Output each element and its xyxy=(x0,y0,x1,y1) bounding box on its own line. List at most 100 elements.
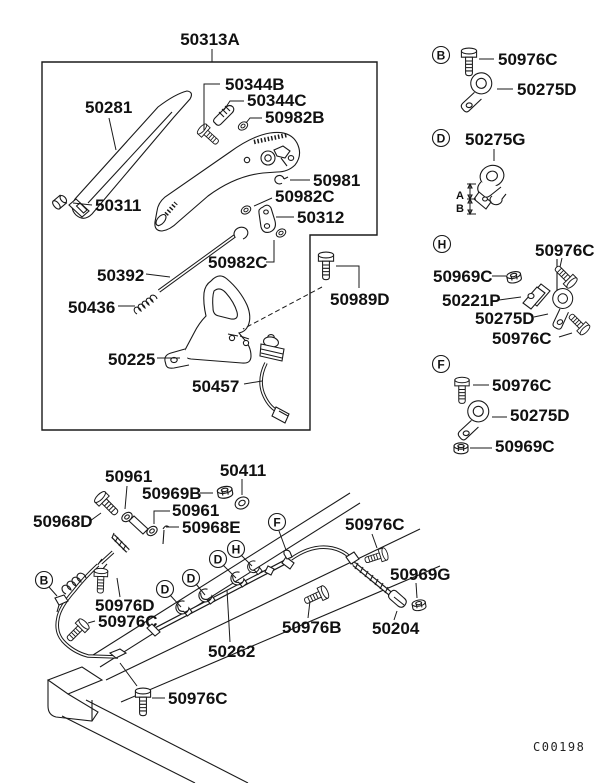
part-rod xyxy=(157,226,249,293)
part-lever-arm xyxy=(154,131,301,232)
label-spring: 50436 xyxy=(68,298,115,317)
label-mount-bolt: 50989D xyxy=(330,290,390,309)
part-equalizer-bolt xyxy=(92,489,123,520)
label-h-nut: 50969C xyxy=(433,267,493,286)
label-grip: 50281 xyxy=(85,98,132,117)
part-ring xyxy=(234,496,250,510)
part-pivot-bolt xyxy=(195,122,223,149)
part-nut-g xyxy=(411,598,428,613)
part-pin xyxy=(162,525,170,545)
part-release-button xyxy=(52,194,68,210)
label-washer-c-lower: 50982C xyxy=(208,253,268,272)
marker-cable-b: B xyxy=(40,574,49,588)
part-bolt-left xyxy=(63,616,92,645)
label-conduit: 50262 xyxy=(208,642,255,661)
label-equalizer-bolt: 50968D xyxy=(33,512,93,531)
part-b-clamp xyxy=(456,70,496,114)
leader-h-bolt-upper xyxy=(559,257,563,268)
leader-cable-b xyxy=(48,586,58,597)
part-link xyxy=(258,204,276,233)
label-clip: 50981 xyxy=(313,171,360,190)
leader-release-button xyxy=(72,202,93,206)
label-adjust-nut: 50969B xyxy=(142,484,202,503)
label-bushing: 50344C xyxy=(247,91,307,110)
part-bracket xyxy=(164,275,252,369)
leader-conduit xyxy=(226,589,231,643)
leader-rod xyxy=(145,273,171,278)
callout-cable-d3: D xyxy=(208,549,228,569)
label-assembly: 50313A xyxy=(180,30,240,49)
label-bolt-b: 50976B xyxy=(282,618,342,637)
label-pin: 50968E xyxy=(182,518,241,537)
label-b-clamp: 50275D xyxy=(517,80,577,99)
part-threaded-rod xyxy=(345,551,407,608)
label-rod-end: 50204 xyxy=(372,619,420,638)
marker-cable-d2: D xyxy=(187,572,196,586)
part-mount-bolt xyxy=(317,251,335,281)
leader-spring-bolt xyxy=(116,577,121,598)
marker-cable-f: F xyxy=(273,516,280,530)
callout-section-f: F xyxy=(431,354,451,374)
leader-rod-end xyxy=(393,610,398,621)
part-h-bolt-upper xyxy=(551,262,580,291)
label-washer-b: 50982B xyxy=(265,108,325,127)
callout-cable-f: F xyxy=(267,512,287,532)
mount-bolt-dash-line xyxy=(242,286,323,330)
label-washer-c-upper: 50982C xyxy=(275,187,335,206)
callout-section-h: H xyxy=(432,234,452,254)
label-bolt-mid: 50976C xyxy=(345,515,405,534)
label-bolt-bottom: 50976C xyxy=(168,689,228,708)
part-h-plate xyxy=(522,283,551,310)
marker-cable-h: H xyxy=(232,543,241,557)
label-ring: 50411 xyxy=(220,461,266,480)
part-f-nut xyxy=(453,442,469,455)
part-clip-f xyxy=(283,549,293,560)
leader-cable-d1 xyxy=(169,594,182,608)
part-h-bolt-lower xyxy=(565,310,592,337)
leader-bolt-left xyxy=(87,620,96,624)
leader-bushing xyxy=(223,100,244,111)
label-dim-b: B xyxy=(456,203,464,215)
leader-grip xyxy=(108,117,117,151)
marker-cable-d1: D xyxy=(161,583,170,597)
label-link: 50312 xyxy=(297,208,344,227)
callout-cable-b: B xyxy=(34,570,54,590)
part-clip-small xyxy=(264,565,275,576)
label-pivot-bolt: 50344B xyxy=(225,75,285,94)
marker-cable-d3: D xyxy=(214,553,223,567)
part-b-bolt xyxy=(460,47,478,77)
part-washer-c-lower xyxy=(274,226,288,240)
label-rod: 50392 xyxy=(97,266,144,285)
leader-washer-c-upper xyxy=(253,197,273,207)
marker-d: D xyxy=(437,132,446,146)
label-switch: 50457 xyxy=(192,377,239,396)
leader-h-clamp xyxy=(533,313,549,318)
part-bolt-b xyxy=(301,584,331,608)
marker-f: F xyxy=(437,358,444,372)
leader-h-plate xyxy=(498,296,522,301)
label-f-bolt: 50976C xyxy=(492,376,552,395)
label-washer-upper: 50961 xyxy=(105,467,152,486)
marker-h: H xyxy=(438,238,447,252)
marker-b: B xyxy=(437,49,446,63)
label-f-nut: 50969C xyxy=(495,437,555,456)
part-f-clamp xyxy=(453,398,493,442)
callout-cable-d1: D xyxy=(155,579,175,599)
label-nut-g: 50969G xyxy=(390,565,451,584)
leader-washer-c-lower xyxy=(266,240,275,263)
part-adjust-nut xyxy=(216,484,234,500)
assembly-box-outline xyxy=(41,61,378,431)
label-bolt-left: 50976C xyxy=(98,612,158,631)
leader-cable-h xyxy=(240,554,253,567)
label-h-bolt-lower: 50976C xyxy=(492,329,552,348)
label-b-bolt: 50976C xyxy=(498,50,558,69)
label-h-bolt-upper: 50976C xyxy=(535,241,595,260)
leader-nut-g xyxy=(415,582,418,599)
leader-h-bolt-lower xyxy=(558,332,573,338)
leader-equalizer-bolt xyxy=(89,512,102,522)
callout-cable-h: H xyxy=(226,539,246,559)
callout-cable-d2: D xyxy=(181,568,201,588)
leader-bolt-mid xyxy=(371,533,378,549)
